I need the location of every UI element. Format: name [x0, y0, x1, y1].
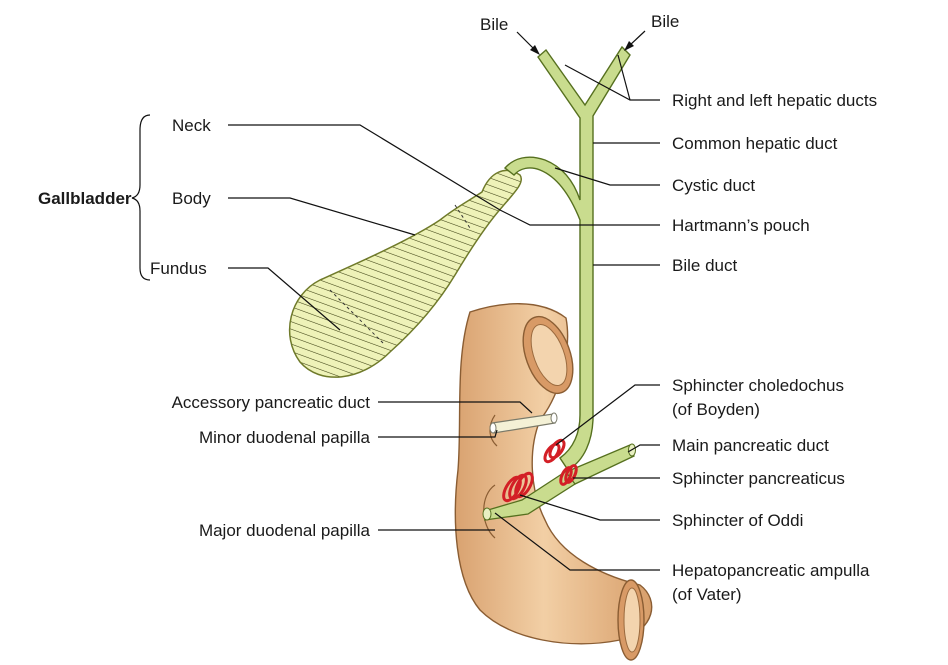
sphincter-choledochus-sublabel: (of Boyden)	[672, 400, 760, 419]
sphincter-pancreaticus-label: Sphincter pancreaticus	[672, 469, 845, 488]
main-pancreatic-duct-label: Main pancreatic duct	[672, 436, 829, 455]
cystic-duct-label: Cystic duct	[672, 176, 755, 195]
neck-label: Neck	[172, 116, 211, 135]
hartmanns-pouch-label: Hartmann’s pouch	[672, 216, 810, 235]
sphincter-choledochus-label: Sphincter choledochus	[672, 376, 844, 395]
accessory-pancreatic-duct-label: Accessory pancreatic duct	[172, 393, 371, 412]
bile-left-label: Bile	[480, 15, 508, 34]
bile-duct-label: Bile duct	[672, 256, 737, 275]
sphincter-of-oddi-label: Sphincter of Oddi	[672, 511, 803, 530]
bile-right-label: Bile	[651, 12, 679, 31]
common-hepatic-duct-label: Common hepatic duct	[672, 134, 838, 153]
hepatopancreatic-ampulla-label: Hepatopancreatic ampulla	[672, 561, 870, 580]
fundus-label: Fundus	[150, 259, 207, 278]
hepatic-ducts-label: Right and left hepatic ducts	[672, 91, 877, 110]
minor-duodenal-papilla-label: Minor duodenal papilla	[199, 428, 371, 447]
hepatopancreatic-ampulla-sublabel: (of Vater)	[672, 585, 742, 604]
gallbladder-label: Gallbladder	[38, 189, 132, 208]
major-duodenal-papilla-label: Major duodenal papilla	[199, 521, 371, 540]
gallbladder-brace	[132, 115, 150, 280]
body-label: Body	[172, 189, 211, 208]
